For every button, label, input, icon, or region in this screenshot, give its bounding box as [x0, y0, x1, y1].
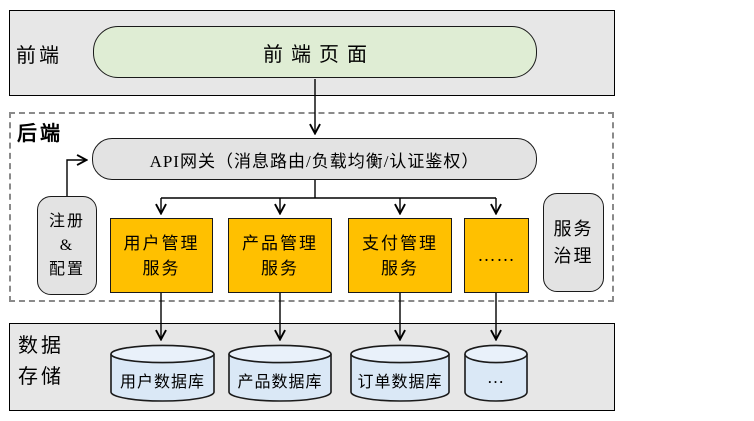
db-more-label: …: [487, 368, 505, 387]
database-cylinder-more: …: [464, 344, 528, 402]
cylinder-shape: [228, 344, 332, 402]
database-cylinder-order: 订单数据库: [350, 344, 450, 402]
service-governance-line2: 治理: [553, 245, 594, 266]
frontend-section-label: 前端: [16, 45, 62, 67]
database-cylinder-user: 用户数据库: [110, 344, 215, 402]
service-box-payment: 支付管理 服务: [348, 218, 452, 293]
db-product-label: 产品数据库: [237, 374, 323, 391]
service-user-line2: 服务: [142, 258, 181, 278]
db-order-label: 订单数据库: [357, 374, 443, 391]
cylinder-shape: [464, 344, 528, 402]
service-product-line1: 产品管理: [242, 233, 318, 253]
service-payment-line1: 支付管理: [362, 233, 438, 253]
service-box-user: 用户管理 服务: [110, 218, 213, 293]
register-config-node: 注册 & 配置: [37, 196, 97, 295]
frontend-page-node: 前端页面: [93, 26, 537, 78]
api-gateway-label: API网关（消息路由/负载均衡/认证鉴权）: [149, 151, 480, 171]
service-governance-line1: 服务: [553, 218, 594, 239]
cylinder-shape: [110, 344, 215, 402]
db-user-label: 用户数据库: [119, 374, 205, 391]
register-config-line2: &: [59, 236, 75, 254]
api-gateway-node: API网关（消息路由/负载均衡/认证鉴权）: [92, 138, 537, 180]
cylinder-shape: [350, 344, 450, 402]
service-more-label: ……: [477, 245, 516, 265]
service-user-line1: 用户管理: [123, 233, 200, 253]
service-payment-line2: 服务: [381, 258, 419, 278]
service-box-product: 产品管理 服务: [228, 218, 332, 293]
frontend-page-label: 前端页面: [263, 43, 375, 66]
service-box-more: ……: [464, 218, 529, 293]
service-product-line2: 服务: [261, 258, 299, 278]
register-config-line1: 注册: [48, 212, 85, 230]
backend-section: [9, 112, 614, 302]
service-governance-node: 服务 治理: [543, 193, 604, 292]
register-config-line3: 配置: [48, 260, 85, 278]
storage-section-label: 数据 存储: [18, 335, 64, 388]
backend-section-label: 后端: [17, 123, 63, 145]
database-cylinder-product: 产品数据库: [228, 344, 332, 402]
